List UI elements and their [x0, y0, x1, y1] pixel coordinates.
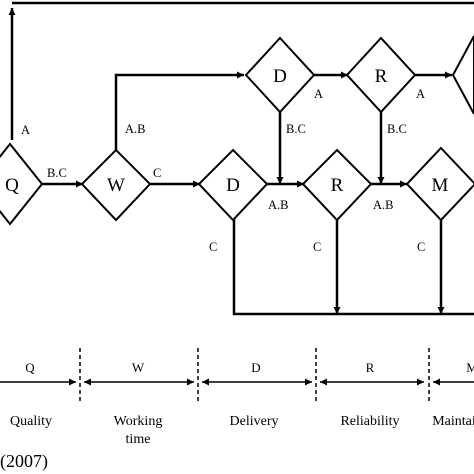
stage-letter-r: R: [366, 360, 375, 375]
edge-label-w-d: C: [153, 166, 161, 180]
stage-label-delivery: Delivery: [230, 414, 279, 429]
node-d-diamond: [197, 148, 269, 222]
edge-label-w-up: A.B: [125, 122, 146, 136]
stage-label-time: time: [126, 432, 151, 447]
edge-label-r-down: C: [313, 240, 321, 254]
stage-letter-d: D: [251, 360, 260, 375]
edge-label-d-down: C: [209, 240, 217, 254]
stage-label-reliability: Reliability: [340, 414, 399, 429]
stage-label-quality: Quality: [10, 414, 52, 429]
stage-letter-m: M: [466, 360, 474, 375]
node-w-diamond: [80, 148, 152, 222]
node-w-label: W: [107, 175, 125, 196]
node-dtop-label: D: [273, 66, 287, 87]
node-rtop-diamond: [345, 36, 417, 114]
edge-label-rtop-right: A: [416, 87, 425, 101]
edge-label-q-w: B.C: [47, 166, 67, 180]
stage-letter-w: W: [132, 360, 145, 375]
stage-letter-q: Q: [25, 360, 35, 375]
edge-d-down: [232, 219, 474, 316]
edge-label-dtop-right: A: [314, 87, 323, 101]
citation-fragment: (2007): [0, 451, 48, 472]
edge-label-m-down: C: [417, 240, 425, 254]
stage-label-maintain: Maintai: [432, 414, 474, 429]
edge-label-q-up: A: [21, 123, 30, 137]
node-d-label: D: [226, 175, 240, 196]
edge-label-r-m: A.B: [373, 198, 394, 212]
edge-label-d-r: A.B: [268, 198, 289, 212]
node-rtop-label: R: [375, 66, 388, 87]
stage-bar: Q W D R M Quality Working time Delivery …: [0, 348, 474, 447]
node-right-partial-diamond: [451, 35, 474, 115]
stage-label-working: Working: [114, 414, 163, 429]
node-q-label: Q: [5, 175, 19, 196]
node-m-diamond: [405, 146, 474, 222]
node-q-diamond: [0, 142, 44, 226]
edge-label-dtop-down: B.C: [286, 122, 306, 136]
edge-label-rtop-down: B.C: [387, 122, 407, 136]
node-dtop-diamond: [244, 36, 316, 114]
node-r-diamond: [301, 148, 373, 222]
node-r-label: R: [331, 175, 344, 196]
node-m-label: M: [432, 175, 449, 196]
edge-w-up: [114, 71, 244, 150]
